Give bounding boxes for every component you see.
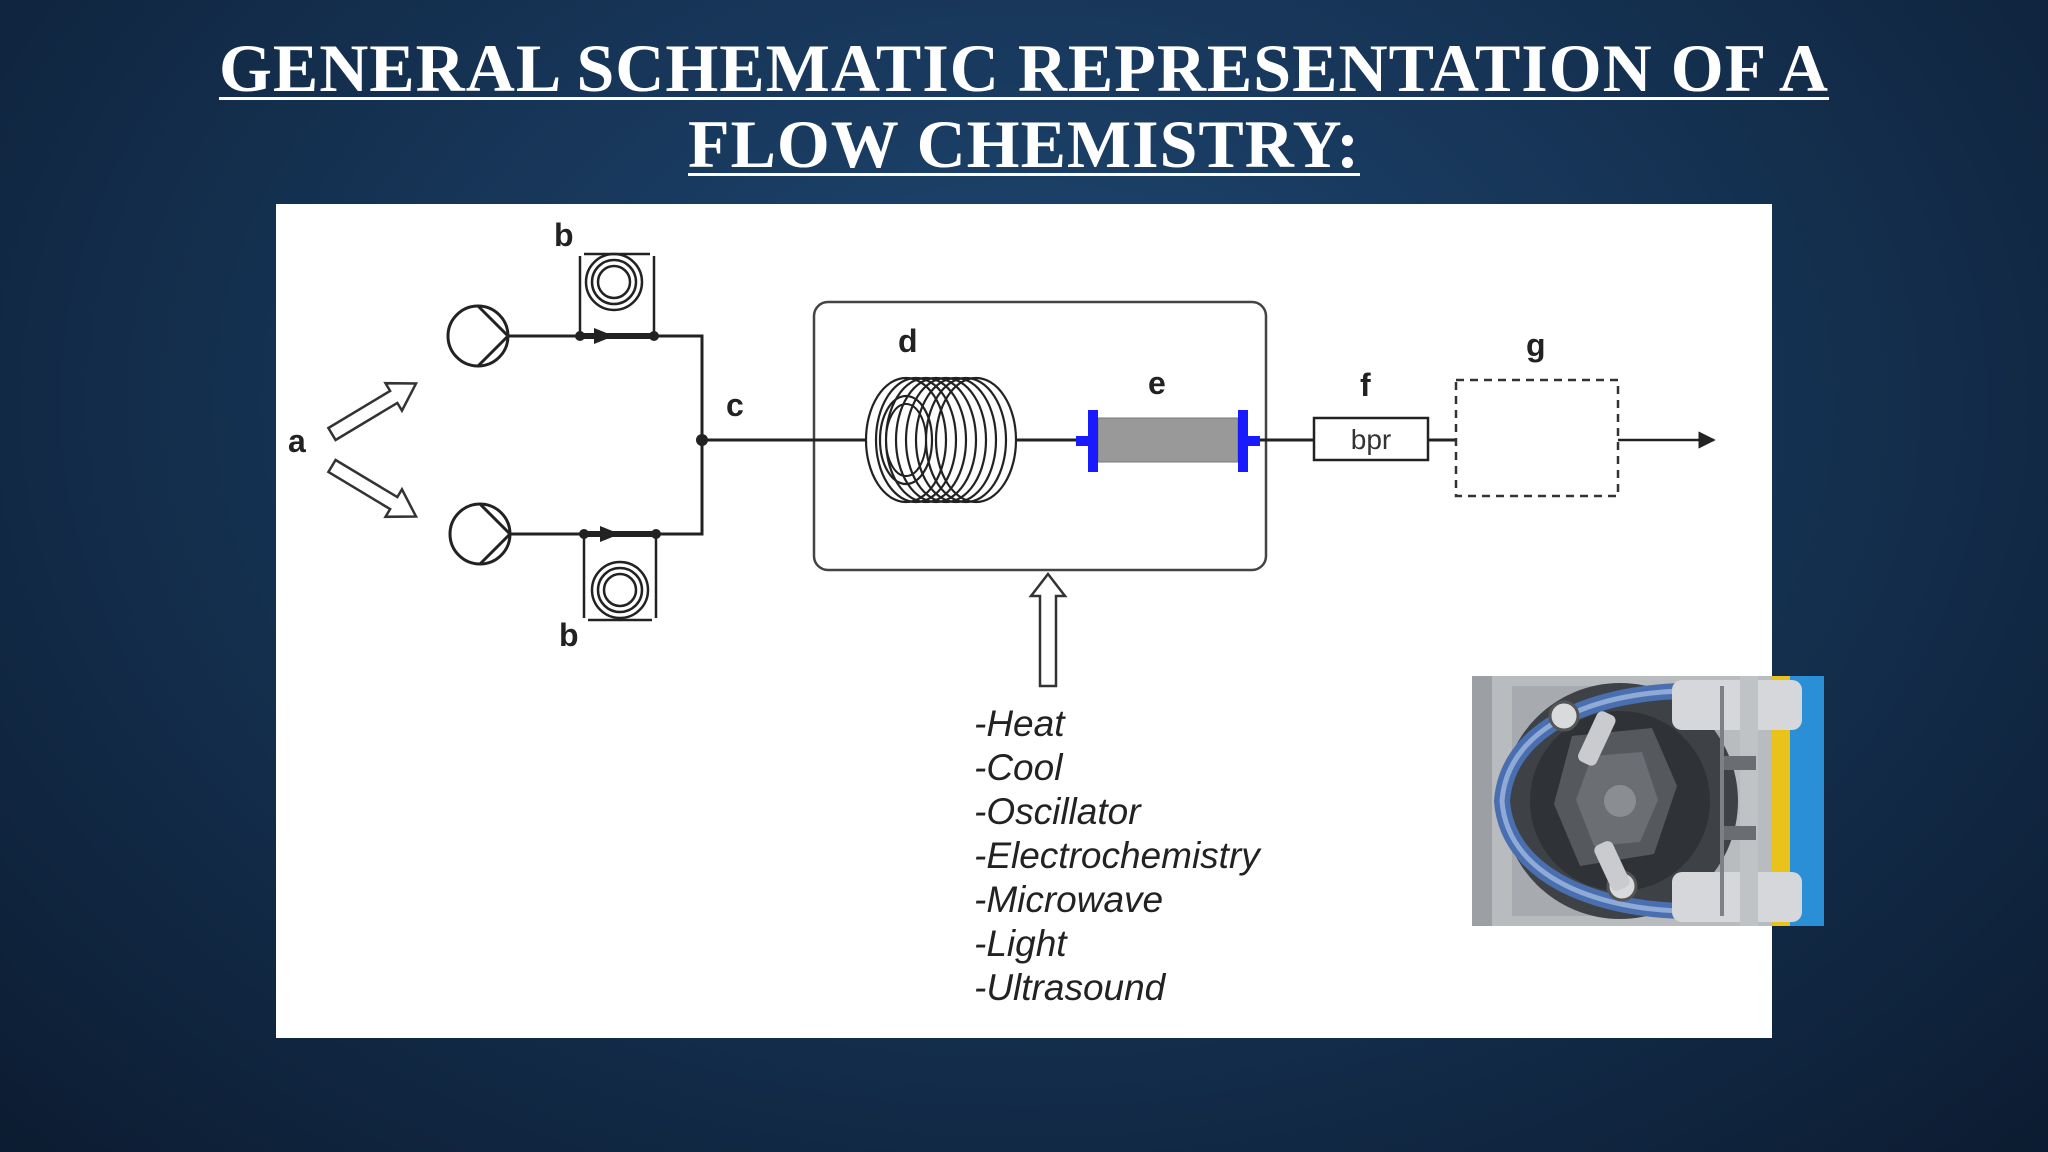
label-c: c — [726, 387, 744, 423]
pump-bottom-icon — [448, 502, 513, 566]
condition-item: -Ultrasound — [974, 967, 1166, 1008]
pump-top-icon — [446, 304, 511, 368]
slide-title-line2: FLOW CHEMISTRY: — [688, 106, 1360, 182]
line-top-branch — [508, 334, 704, 440]
condition-item: -Electrochemistry — [974, 835, 1260, 876]
hollow-arrow-to-reactor-icon — [1028, 571, 1068, 688]
line-bottom-branch — [510, 440, 704, 536]
label-b-top: b — [554, 217, 574, 253]
peristaltic-pump-photo — [1472, 676, 1824, 926]
sample-loop-top-icon — [575, 252, 659, 344]
label-b-bottom: b — [559, 617, 579, 653]
packed-column-icon — [1076, 410, 1260, 472]
coil-reactor-icon — [864, 376, 1018, 504]
label-e: e — [1148, 365, 1166, 401]
condition-item: -Microwave — [974, 879, 1164, 920]
condition-item: -Light — [974, 923, 1067, 964]
peristaltic-pump-head-icon — [1472, 676, 1824, 926]
label-d: d — [898, 323, 918, 359]
condition-item: -Oscillator — [974, 791, 1141, 832]
bpr-label: bpr — [1351, 424, 1391, 455]
label-g: g — [1526, 327, 1546, 363]
condition-item: -Cool — [974, 747, 1063, 788]
collection-dashed-box — [1454, 378, 1620, 498]
flow-chemistry-diagram-panel: a b — [276, 204, 1772, 1038]
reactor-conditions-list: -Heat -Cool -Oscillator -Electrochemistr… — [974, 702, 1260, 1010]
condition-item: -Heat — [974, 703, 1065, 744]
sample-loop-bottom-icon — [579, 526, 661, 622]
slide-title: GENERAL SCHEMATIC REPRESENTATION OF A FL… — [0, 30, 2048, 182]
hollow-arrow-up-icon — [326, 381, 419, 442]
hollow-arrow-down-icon — [326, 458, 419, 519]
slide-title-line1: GENERAL SCHEMATIC REPRESENTATION OF A — [218, 30, 1830, 106]
flow-schematic: a b — [288, 217, 1716, 688]
label-a: a — [288, 423, 306, 459]
label-f: f — [1360, 367, 1371, 403]
